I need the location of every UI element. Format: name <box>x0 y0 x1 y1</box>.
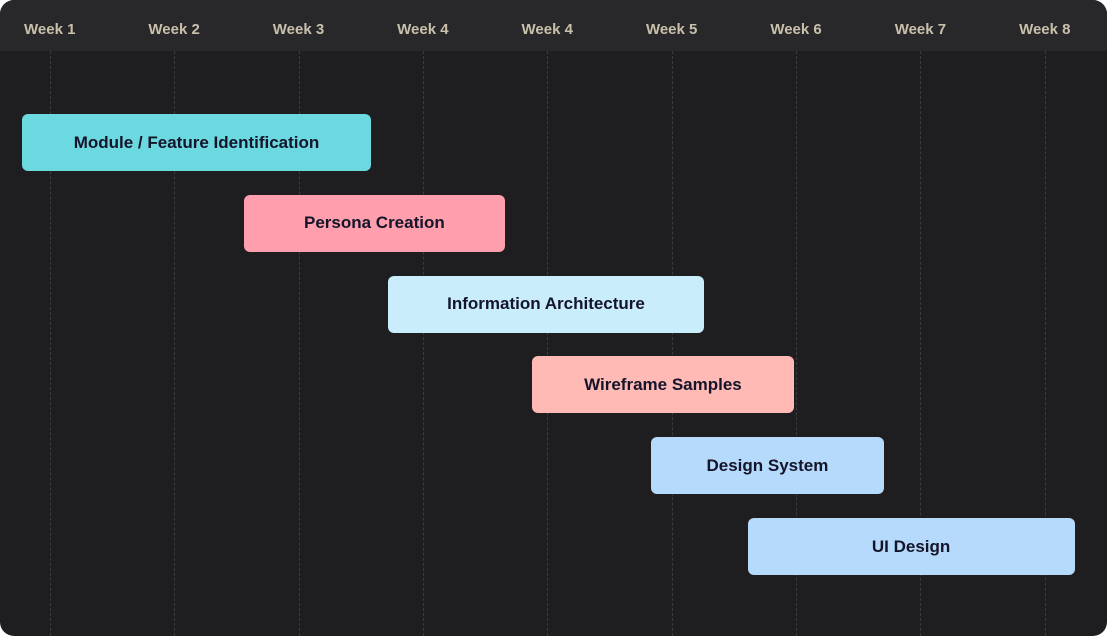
week-gridline <box>1044 51 1046 636</box>
task-bar: Module / Feature Identification <box>22 114 371 171</box>
week-tick-label: Week 5 <box>645 21 698 38</box>
week-gridline <box>671 51 673 636</box>
task-bar-label: Persona Creation <box>303 213 445 233</box>
week-header: Week 1 Week 2 Week 3 Week 4 Week 4 Week 5 Week… <box>0 0 1107 51</box>
week-tick-label: Week 6 <box>770 21 822 38</box>
week-tick-label: Week 4 <box>521 21 573 38</box>
week-gridline <box>796 51 798 636</box>
week-tick-label: Week 7 <box>894 21 947 38</box>
week-gridline <box>298 51 300 636</box>
task-bar: UI Design <box>747 518 1075 575</box>
week-gridline <box>920 51 922 636</box>
week-gridline <box>422 51 424 636</box>
week-tick-label: Week 2 <box>148 21 200 38</box>
task-bar-label: Wireframe Samples <box>584 374 742 394</box>
week-tick-label: Week 3 <box>272 21 325 38</box>
week-tick-label: Week 1 <box>24 21 76 38</box>
week-gridline <box>174 51 176 636</box>
task-bar: Wireframe Samples <box>532 356 794 414</box>
task-bar: Information Architecture <box>388 275 704 333</box>
week-gridline <box>49 51 51 636</box>
task-bar-label: Design System <box>706 455 829 475</box>
task-bar-label: Information Architecture <box>447 294 645 314</box>
week-tick-label: Week 8 <box>1019 21 1071 38</box>
task-bar: Persona Creation <box>243 194 505 252</box>
week-tick-label: Week 4 <box>397 21 449 38</box>
week-gridline <box>547 51 549 636</box>
task-bar-label: UI Design <box>871 536 951 556</box>
task-bar-label: Module / Feature Identification <box>73 132 320 152</box>
task-bar: Design System <box>650 437 885 495</box>
